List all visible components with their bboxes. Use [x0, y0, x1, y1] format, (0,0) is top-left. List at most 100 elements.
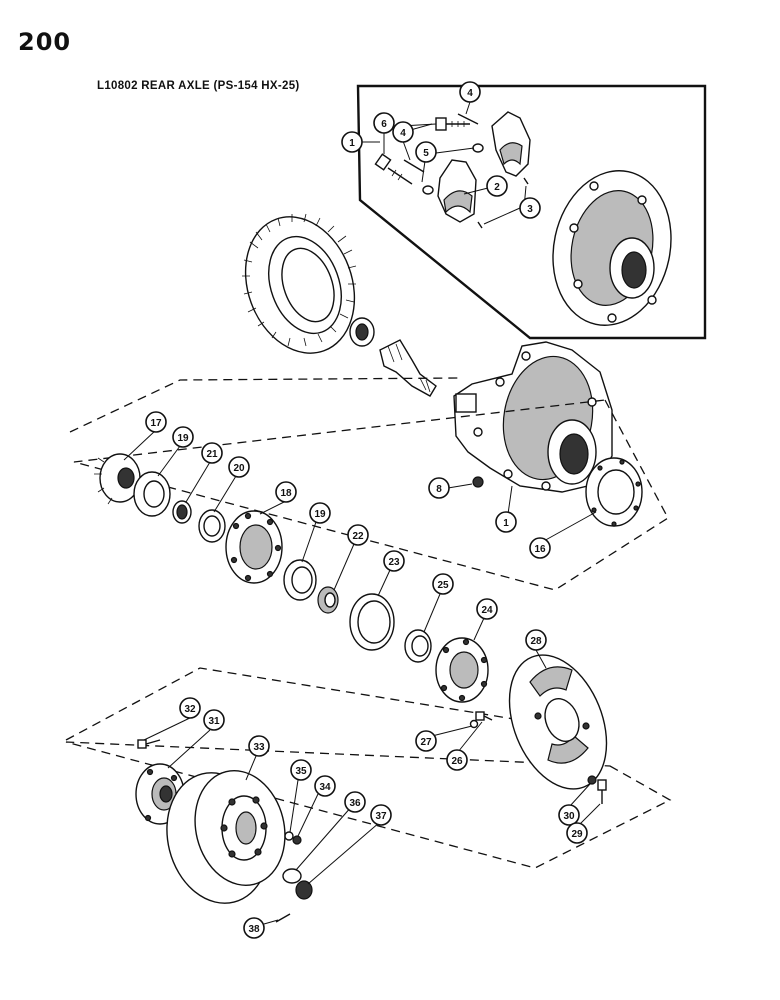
- bolt-29: [597, 779, 607, 804]
- page-number: 200: [18, 28, 72, 56]
- carrier-housing-inset: [552, 170, 672, 326]
- svg-text:22: 22: [352, 531, 364, 542]
- svg-text:26: 26: [451, 756, 463, 767]
- svg-text:19: 19: [177, 433, 189, 444]
- callout-22: 22: [347, 524, 369, 546]
- callout-30: 30: [558, 804, 580, 826]
- carrier-housing: [453, 341, 613, 493]
- callout-8: 8: [428, 477, 450, 499]
- callout-29: 29: [566, 822, 588, 844]
- callout-36: 36: [344, 791, 366, 813]
- callout-25: 25: [432, 573, 454, 595]
- washer-35: [284, 831, 294, 841]
- callout-28: 28: [525, 629, 547, 651]
- svg-text:6: 6: [381, 119, 387, 130]
- svg-text:27: 27: [420, 737, 432, 748]
- seal-25: [404, 629, 432, 663]
- inset-frame: [356, 84, 707, 340]
- callout-4-mid: 4: [392, 121, 414, 143]
- drive-gear-17: [94, 453, 141, 505]
- callout-27: 27: [415, 730, 437, 752]
- callout-34: 34: [314, 775, 336, 797]
- callout-3: 3: [519, 197, 541, 219]
- nut-8: [472, 476, 484, 488]
- bearing-cap-2-rear: [491, 111, 531, 177]
- dowel-pin-3: [477, 177, 529, 229]
- callout-19-b: 19: [309, 502, 331, 524]
- svg-text:18: 18: [280, 488, 292, 499]
- bearing-retainer-18: [225, 510, 283, 584]
- callout-23: 23: [383, 550, 405, 572]
- bolt-6-lower: [374, 153, 413, 185]
- svg-text:28: 28: [530, 636, 542, 647]
- svg-text:32: 32: [184, 704, 196, 715]
- svg-text:30: 30: [563, 811, 575, 822]
- svg-text:31: 31: [208, 716, 220, 727]
- svg-text:38: 38: [248, 924, 260, 935]
- svg-text:36: 36: [349, 798, 361, 809]
- bearing-cone-22: [317, 586, 339, 614]
- callout-35: 35: [290, 759, 312, 781]
- callout-2: 2: [486, 175, 508, 197]
- bearing-retainer-24: [435, 637, 489, 703]
- callout-33: 33: [248, 735, 270, 757]
- svg-text:23: 23: [388, 557, 400, 568]
- svg-text:34: 34: [319, 782, 331, 793]
- callout-31: 31: [203, 709, 225, 731]
- svg-text:5: 5: [423, 148, 429, 159]
- svg-text:17: 17: [150, 418, 162, 429]
- bolt-26: [475, 711, 493, 721]
- svg-text:16: 16: [534, 544, 546, 555]
- svg-text:20: 20: [233, 463, 245, 474]
- svg-text:3: 3: [527, 204, 533, 215]
- svg-text:4: 4: [400, 128, 406, 139]
- callout-18: 18: [275, 481, 297, 503]
- snap-ring-21: [172, 500, 192, 524]
- bearing-cap-2-front: [437, 159, 477, 223]
- callout-1-main: 1: [495, 511, 517, 533]
- leader-lines: [123, 101, 601, 925]
- stud-4-lower: [403, 159, 425, 173]
- callout-5: 5: [415, 141, 437, 163]
- svg-text:19: 19: [314, 509, 326, 520]
- pinion-gear: [379, 339, 437, 397]
- bearing-cup-19-a: [133, 471, 171, 517]
- svg-text:8: 8: [436, 484, 442, 495]
- svg-text:35: 35: [295, 766, 307, 777]
- dashed-group-upper: [69, 377, 669, 591]
- brake-backing-plate-28: [508, 654, 608, 790]
- callout-21: 21: [201, 442, 223, 464]
- callout-37: 37: [370, 804, 392, 826]
- callout-4-top: 4: [459, 81, 481, 103]
- castle-nut-37: [295, 880, 313, 900]
- svg-text:24: 24: [481, 605, 493, 616]
- dashed-group-lower: [65, 667, 672, 869]
- callout-1-inset: 1: [341, 131, 363, 153]
- svg-text:29: 29: [571, 829, 583, 840]
- svg-text:37: 37: [375, 811, 387, 822]
- pinion-bearing: [349, 317, 375, 347]
- gasket-16: [585, 457, 643, 527]
- diagram-title: L10802 REAR AXLE (PS-154 HX-25): [97, 80, 300, 92]
- svg-text:21: 21: [206, 449, 218, 460]
- seal-20: [198, 509, 226, 543]
- washer-36: [282, 868, 302, 884]
- callout-6: 6: [373, 112, 395, 134]
- cotter-pin-38: [275, 913, 291, 923]
- callout-38: 38: [243, 917, 265, 939]
- svg-text:33: 33: [253, 742, 265, 753]
- svg-text:4: 4: [467, 88, 473, 99]
- ring-gear: [242, 213, 357, 354]
- washer-27: [469, 719, 479, 729]
- callout-20: 20: [228, 456, 250, 478]
- svg-text:1: 1: [349, 138, 355, 149]
- shim-23: [349, 593, 395, 651]
- callout-32: 32: [179, 697, 201, 719]
- svg-text:25: 25: [437, 580, 449, 591]
- svg-text:1: 1: [503, 518, 509, 529]
- nut-34: [292, 835, 302, 845]
- callout-16: 16: [529, 537, 551, 559]
- washer-30: [587, 775, 597, 785]
- stud-4-upper: [457, 113, 479, 125]
